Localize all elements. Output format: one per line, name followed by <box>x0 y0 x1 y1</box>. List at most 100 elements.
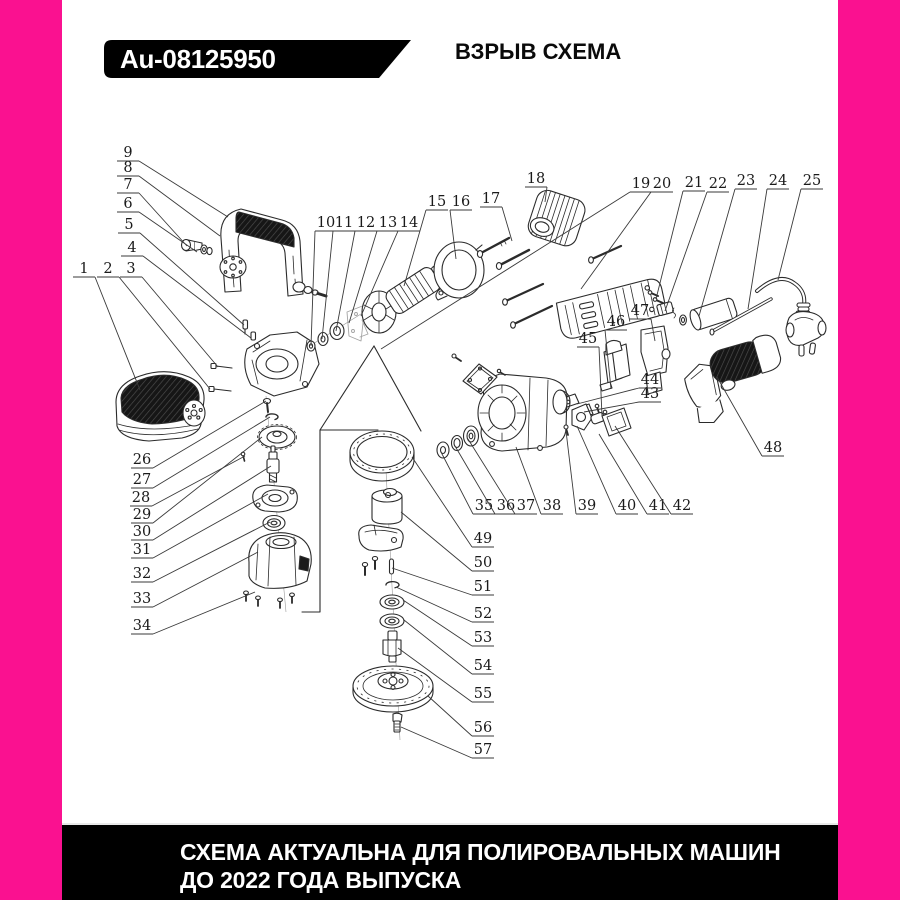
part-label-14: 14 <box>360 215 420 317</box>
part-label-9: 9 <box>117 145 229 218</box>
part-label-20: 20 <box>580 176 673 290</box>
part-label-45: 45 <box>577 331 603 417</box>
svg-text:45: 45 <box>579 331 597 347</box>
svg-text:5: 5 <box>124 217 133 233</box>
part-label-34: 34 <box>131 591 256 635</box>
part-label-40: 40 <box>576 425 638 515</box>
brush-holder <box>594 339 631 420</box>
svg-text:6: 6 <box>123 196 132 212</box>
part-label-30: 30 <box>131 465 272 541</box>
part-label-33: 33 <box>131 551 259 608</box>
part-label-54: 54 <box>403 619 494 675</box>
svg-text:34: 34 <box>133 618 151 634</box>
handle-screw-washers <box>180 238 213 256</box>
svg-text:37: 37 <box>517 498 535 514</box>
svg-text:49: 49 <box>474 531 492 547</box>
bail-handle <box>219 208 328 298</box>
svg-text:1: 1 <box>79 261 88 277</box>
svg-text:21: 21 <box>685 175 703 191</box>
part-label-24: 24 <box>747 173 789 310</box>
motor-support-housing <box>436 353 571 459</box>
part-label-26: 26 <box>131 400 267 469</box>
svg-text:33: 33 <box>133 591 151 607</box>
svg-text:9: 9 <box>123 145 132 161</box>
svg-text:55: 55 <box>474 686 492 702</box>
part-label-13: 13 <box>348 215 399 324</box>
part-label-37: 37 <box>467 438 537 515</box>
part-label-42: 42 <box>614 425 693 515</box>
svg-text:31: 31 <box>133 542 151 558</box>
part-label-36: 36 <box>454 445 517 515</box>
part-label-32: 32 <box>131 521 271 583</box>
part-label-47: 47 <box>629 303 656 342</box>
part-label-25: 25 <box>777 173 823 281</box>
part-label-3: 3 <box>120 261 219 368</box>
svg-text:54: 54 <box>474 658 492 674</box>
svg-text:26: 26 <box>133 452 151 468</box>
svg-text:30: 30 <box>133 524 151 540</box>
svg-text:10: 10 <box>317 215 335 231</box>
svg-text:7: 7 <box>123 177 132 193</box>
svg-text:18: 18 <box>527 171 545 187</box>
gear-head-housing <box>208 319 320 397</box>
svg-text:44: 44 <box>641 372 659 388</box>
svg-text:29: 29 <box>133 507 151 523</box>
part-label-2: 2 <box>97 261 211 390</box>
part-label-48: 48 <box>716 376 784 457</box>
capacitor <box>679 297 738 331</box>
part-label-44: 44 <box>576 372 661 405</box>
part-label-16: 16 <box>449 194 472 260</box>
svg-text:24: 24 <box>769 173 787 189</box>
part-label-31: 31 <box>131 493 269 559</box>
stator <box>527 189 586 247</box>
svg-text:32: 32 <box>133 566 151 582</box>
callout-frame <box>301 345 422 613</box>
cord-protector <box>709 297 773 336</box>
switch <box>640 325 671 395</box>
svg-text:42: 42 <box>673 498 691 514</box>
part-label-46: 46 <box>604 314 627 390</box>
svg-text:35: 35 <box>475 498 493 514</box>
footer-line-2: ДО 2022 ГОДА ВЫПУСКА <box>180 867 462 893</box>
svg-text:38: 38 <box>543 498 561 514</box>
svg-text:53: 53 <box>474 630 492 646</box>
part-label-7: 7 <box>117 177 188 247</box>
part-label-8: 8 <box>117 160 221 237</box>
spindle-stack <box>240 397 312 609</box>
part-label-12: 12 <box>335 215 377 332</box>
svg-text:48: 48 <box>764 440 782 456</box>
svg-text:47: 47 <box>631 303 649 319</box>
footer-banner: СХЕМА АКТУАЛЬНА ДЛЯ ПОЛИРОВАЛЬНЫХ МАШИН … <box>62 823 838 900</box>
part-label-56: 56 <box>427 695 494 737</box>
part-label-11: 11 <box>321 215 355 340</box>
page-title: ВЗРЫВ СХЕМА <box>455 39 622 64</box>
bearing-flange-ring <box>433 241 485 301</box>
part-label-4: 4 <box>121 240 252 339</box>
svg-text:43: 43 <box>641 386 659 402</box>
bearing-bracket <box>563 403 632 437</box>
part-label-17: 17 <box>480 191 513 242</box>
svg-text:22: 22 <box>709 176 727 192</box>
svg-text:50: 50 <box>474 555 492 571</box>
part-label-21: 21 <box>655 175 705 300</box>
model-badge-text: Au-08125950 <box>120 44 276 74</box>
part-label-51: 51 <box>391 567 494 596</box>
part-label-57: 57 <box>400 726 494 759</box>
part-label-39: 39 <box>565 430 598 515</box>
footer-line-1: СХЕМА АКТУАЛЬНА ДЛЯ ПОЛИРОВАЛЬНЫХ МАШИН <box>180 839 781 865</box>
part-label-38: 38 <box>515 446 563 515</box>
model-badge-shape <box>104 40 411 78</box>
svg-text:57: 57 <box>474 742 492 758</box>
part-label-1: 1 <box>73 261 141 391</box>
svg-text:13: 13 <box>379 215 397 231</box>
housing-screws <box>502 244 623 329</box>
part-label-53: 53 <box>402 599 494 647</box>
rear-handle <box>684 334 782 424</box>
front-cover <box>115 371 206 442</box>
svg-text:46: 46 <box>607 314 625 330</box>
part-label-55: 55 <box>397 647 494 703</box>
part-label-50: 50 <box>400 511 494 572</box>
svg-text:36: 36 <box>497 498 515 514</box>
part-label-43: 43 <box>583 386 661 413</box>
